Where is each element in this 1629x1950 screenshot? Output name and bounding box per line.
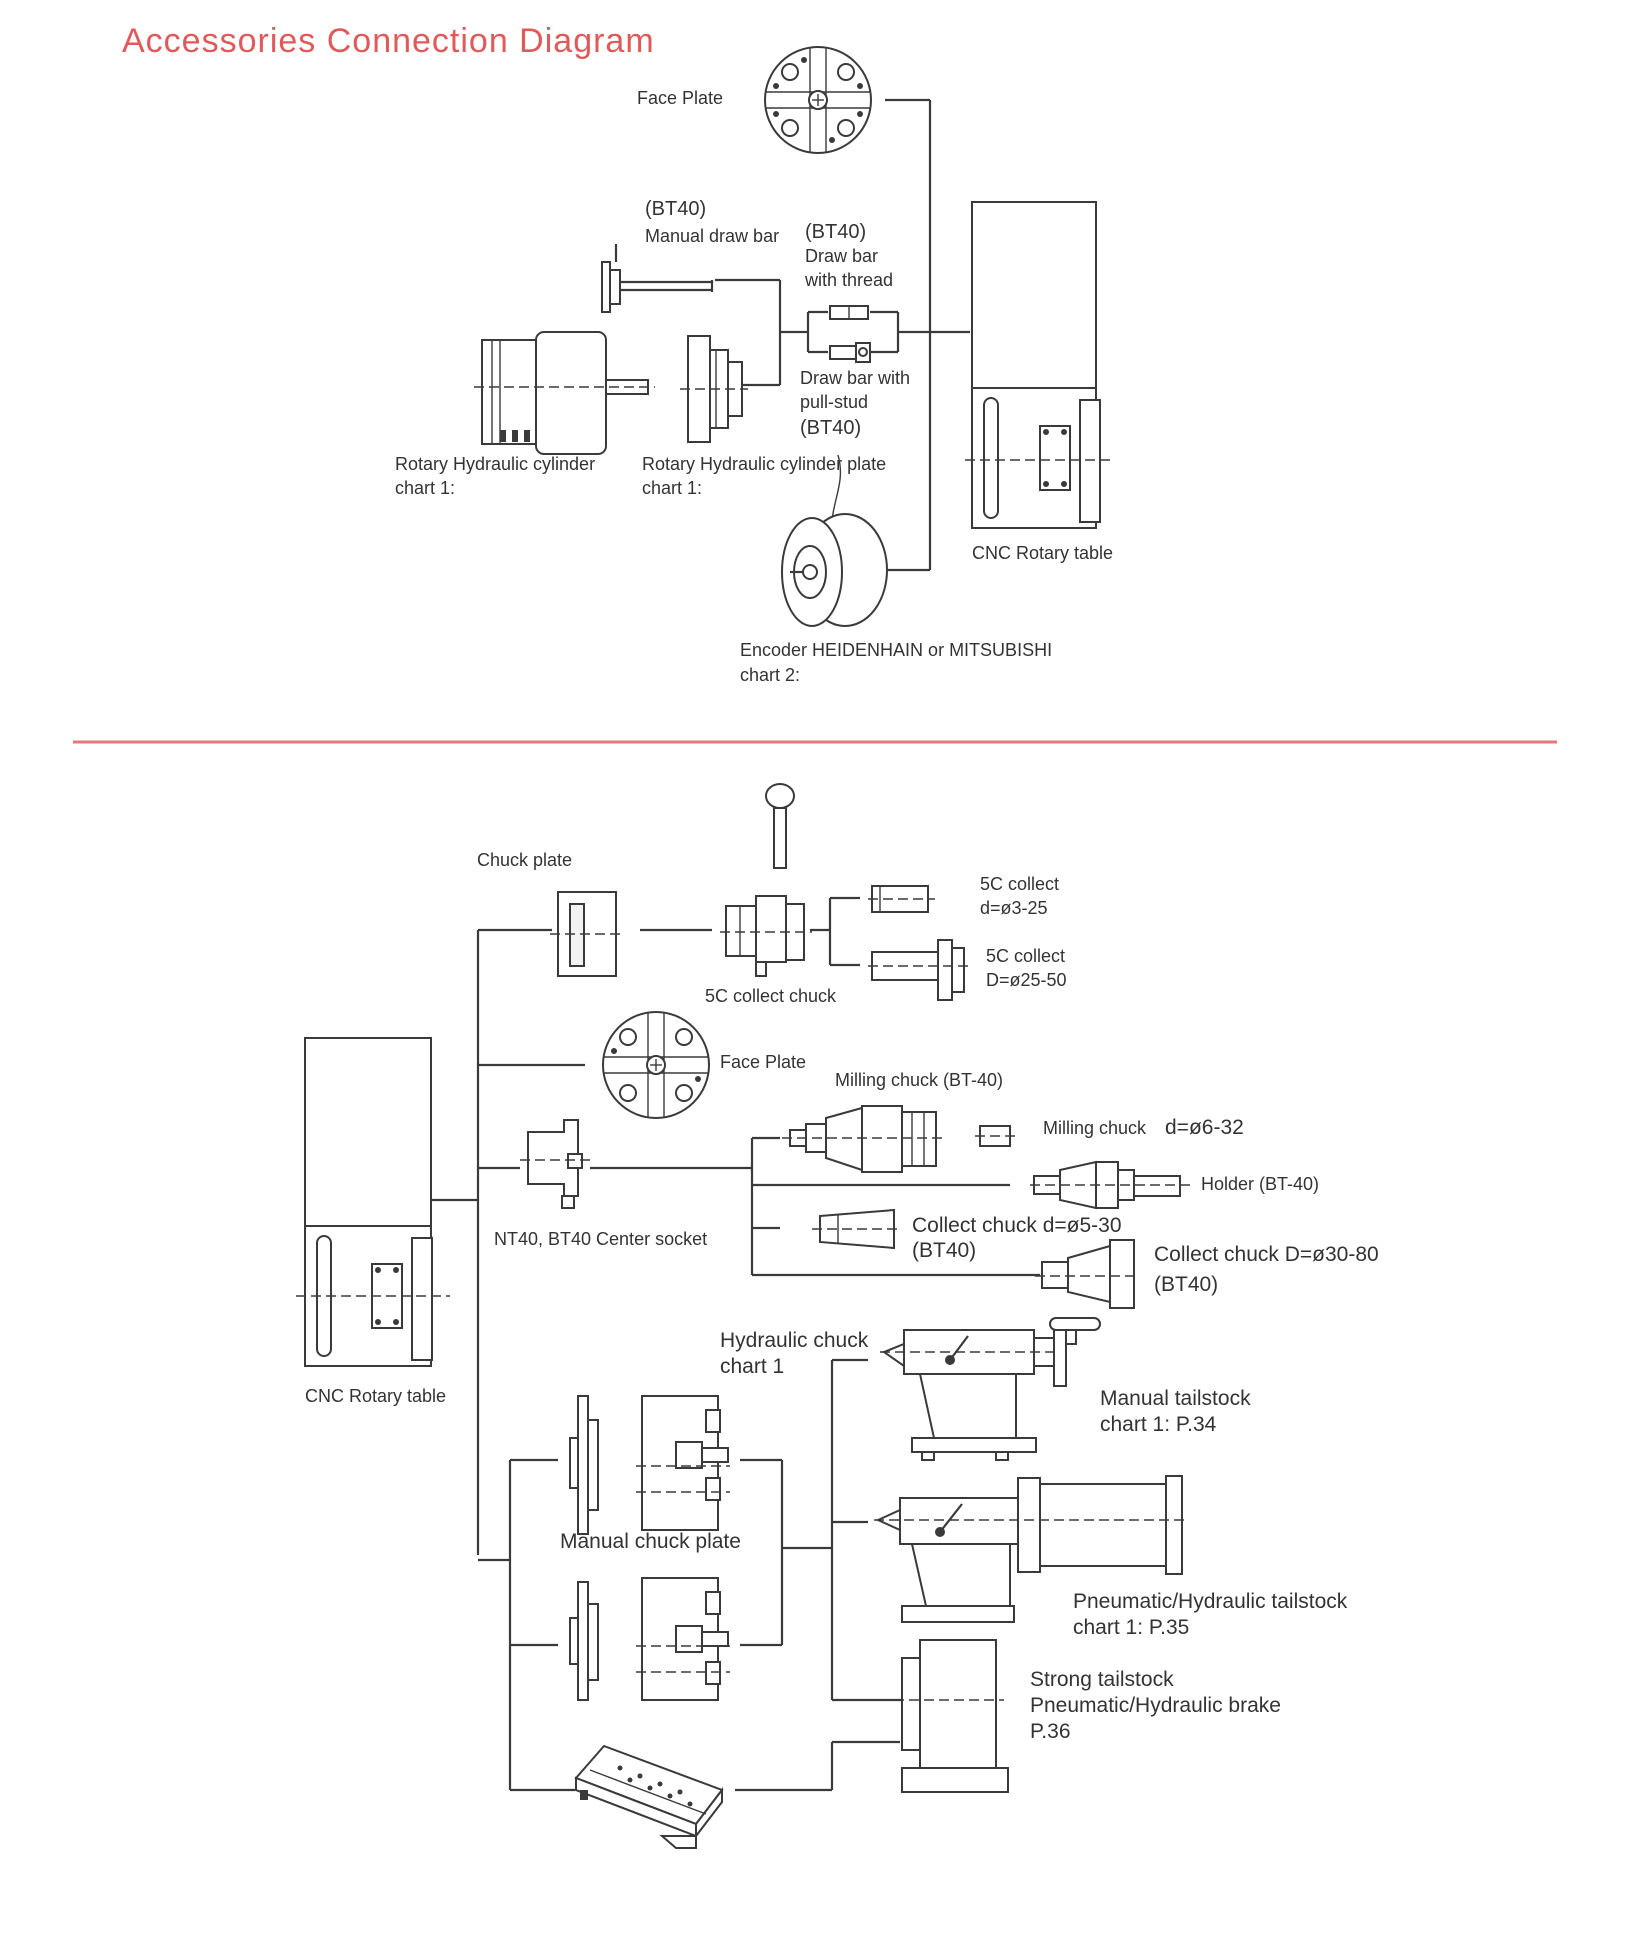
top-connectors [715,98,970,572]
draw-bar-pull-stud-icon [829,342,871,363]
collect-chuck-small-label-1: Collect chuck d=ø5-30 [912,1214,1122,1237]
milling-chuck-icon [975,1125,1015,1147]
collect-small-label-2: d=ø3-25 [980,898,1048,918]
cylinder-plate-icon [680,335,748,443]
cnc-table-bottom-icon [296,1037,450,1367]
manual-tailstock-icon [880,1317,1101,1461]
collect-small-label-1: 5C collect [980,874,1059,894]
draw-bar-thread-label-2: Draw bar [805,246,878,266]
collect-chuck-icon [720,783,812,977]
pneumatic-tailstock-icon [874,1475,1185,1623]
holder-label: Holder (BT-40) [1201,1174,1319,1194]
manual-draw-bar-label-1: (BT40) [645,198,706,220]
t-slot-plate-icon [574,1744,724,1849]
strong-tailstock-label-2: Pneumatic/Hydraulic brake [1030,1694,1281,1717]
milling-chuck-bt-label: Milling chuck (BT-40) [835,1070,1003,1090]
chuck-plate-label: Chuck plate [477,850,572,870]
collect-large-label-1: 5C collect [986,946,1065,966]
manual-chuck-plate-label: Manual chuck plate [560,1530,741,1553]
strong-tailstock-label-1: Strong tailstock [1030,1668,1174,1691]
bottom-connectors [432,896,1040,1792]
cylinder-plate-label-1: Rotary Hydraulic cylinder plate [642,454,886,474]
collect-large-icon [868,939,970,1001]
strong-tailstock-icon [894,1639,1009,1793]
face-plate-label: Face Plate [637,88,723,108]
milling-range-label: d=ø6-32 [1165,1116,1244,1139]
hydraulic-chuck-label-2: chart 1 [720,1355,784,1378]
center-socket-icon [520,1119,592,1209]
manual-chuck-upper-icon [569,1395,730,1535]
milling-chuck-label: Milling chuck [1043,1118,1147,1138]
collect-chuck-large-icon [1035,1239,1140,1309]
encoder-label-2: chart 2: [740,665,800,685]
pneumatic-tailstock-label-2: chart 1: P.35 [1073,1616,1189,1639]
cnc-table-top-label: CNC Rotary table [972,543,1113,563]
manual-draw-bar-icon [601,244,714,313]
holder-icon [1030,1160,1190,1210]
draw-bar-thread-label-1: (BT40) [805,221,866,243]
face-plate-bottom-icon [602,1011,710,1119]
cnc-table-bottom-label: CNC Rotary table [305,1386,446,1406]
collect-chuck-large-label-2: (BT40) [1154,1273,1218,1296]
center-socket-label: NT40, BT40 Center socket [494,1229,707,1249]
face-plate-bottom-label: Face Plate [720,1052,806,1072]
draw-bar-thread-icon [829,305,869,320]
draw-bar-thread-label-3: with thread [804,270,893,290]
cylinder-label-2: chart 1: [395,478,455,498]
milling-chuck-bt-icon [782,1105,945,1173]
pneumatic-tailstock-label-1: Pneumatic/Hydraulic tailstock [1073,1590,1348,1613]
draw-bar-pull-label-3: (BT40) [800,417,861,439]
cylinder-label-1: Rotary Hydraulic cylinder [395,454,595,474]
collect-large-label-2: D=ø25-50 [986,970,1067,990]
face-plate-icon [764,46,872,154]
manual-tailstock-label-2: chart 1: P.34 [1100,1413,1217,1436]
collect-chuck-small-icon [812,1208,900,1250]
manual-tailstock-label-1: Manual tailstock [1100,1387,1251,1410]
chuck-plate-icon [550,891,625,977]
hydraulic-cylinder-icon [474,331,655,455]
collect-chuck-label: 5C collect chuck [705,986,837,1006]
draw-bar-pull-label-2: pull-stud [800,392,868,412]
manual-chuck-lower-icon [569,1577,730,1701]
collect-chuck-small-label-2: (BT40) [912,1239,976,1262]
cylinder-plate-label-2: chart 1: [642,478,702,498]
cnc-table-top-icon [965,201,1115,529]
manual-draw-bar-label-2: Manual draw bar [645,226,779,246]
encoder-icon [781,454,888,627]
encoder-label-1: Encoder HEIDENHAIN or MITSUBISHI [740,640,1052,660]
strong-tailstock-label-3: P.36 [1030,1720,1071,1743]
page-title: Accessories Connection Diagram [122,22,655,60]
collect-chuck-large-label-1: Collect chuck D=ø30-80 [1154,1243,1379,1266]
collect-small-icon [868,885,935,913]
draw-bar-pull-label-1: Draw bar with [800,368,910,388]
hydraulic-chuck-label-1: Hydraulic chuck [720,1329,869,1352]
